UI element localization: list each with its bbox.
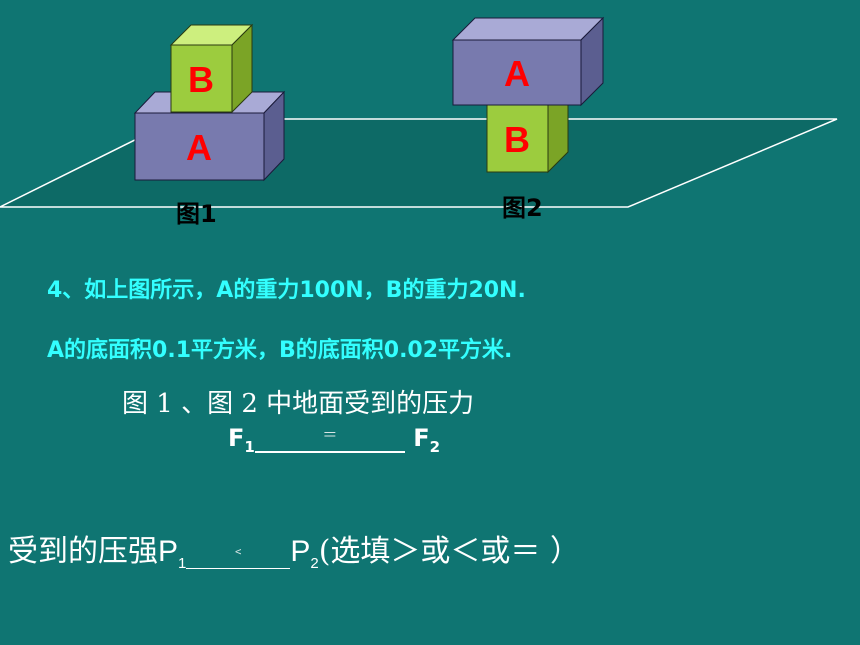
pressure-p2-symbol: P: [290, 535, 311, 568]
force-f2-subscript: 2: [429, 437, 441, 456]
pressure-prefix: 受到的压强: [8, 534, 158, 569]
question-line-2: A的底面积0.1平方米，B的底面积0.02平方米.: [47, 338, 513, 363]
figure-2-label: 图2: [502, 194, 543, 222]
pressure-p2-subscript: 2: [310, 555, 319, 572]
pressure-suffix: (选填＞或＜或＝ ）: [318, 534, 580, 569]
pressure-p1-subscript: 1: [178, 555, 187, 572]
fig1-block-b: B: [169, 23, 254, 114]
force-f1-subscript: 1: [244, 437, 255, 456]
fig2-block-a-letter: A: [504, 53, 530, 94]
force-f1-symbol: F: [228, 424, 245, 452]
force-comparison-row: F1＝ F2: [228, 424, 440, 456]
force-answer-blank[interactable]: ＝: [254, 426, 405, 454]
figure-1-label: 图1: [176, 200, 217, 228]
pressure-answer-value: ﹤: [230, 541, 246, 559]
fig1-block-b-letter: B: [188, 59, 214, 100]
fig1-block-a-letter: A: [186, 127, 212, 168]
pressure-answer-blank[interactable]: ﹤: [186, 536, 291, 569]
fig2-block-b-letter: B: [504, 119, 530, 160]
fig2-block-a: A: [451, 16, 605, 107]
force-f2-symbol: F: [413, 424, 430, 452]
fig1-block-a: A: [133, 90, 286, 182]
figure-2-diagram: B A: [451, 16, 605, 174]
question-line-1: 4、如上图所示，A的重力100N，B的重力20N.: [47, 278, 526, 303]
ground-plane: [0, 118, 838, 208]
force-answer-value: ＝: [322, 426, 338, 444]
pressure-p1-symbol: P: [158, 535, 179, 568]
question-line-3: 图 1 、图 2 中地面受到的压力: [122, 389, 475, 419]
figure-1-diagram: A B: [133, 23, 286, 182]
pressure-comparison-row: 受到的压强P1﹤P2(选填＞或＜或＝ ）: [8, 526, 580, 572]
